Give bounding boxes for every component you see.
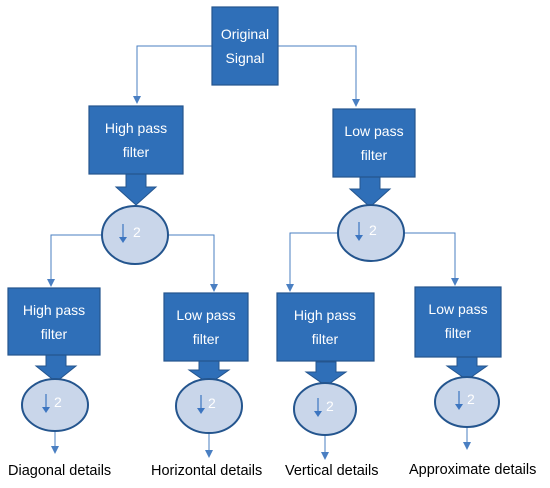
- block-arrow-highpass-top: [114, 172, 158, 206]
- box-lowpass-right: Low pass filter: [414, 286, 502, 358]
- box-lowpass-left: Low pass filter: [163, 292, 249, 362]
- box-label-line1: High pass: [105, 120, 167, 136]
- output-label-vertical: Vertical details: [285, 463, 379, 479]
- output-label-diagonal: Diagonal details: [8, 463, 111, 479]
- box-label-line1: High pass: [294, 307, 356, 323]
- box-highpass-top: High pass filter: [88, 105, 184, 175]
- downsample-oval-top-left: 2: [101, 205, 169, 265]
- block-arrow-right-lowpass: [445, 356, 489, 381]
- downsample-factor: 2: [54, 394, 62, 410]
- downsample-factor: 2: [369, 222, 377, 238]
- output-label-horizontal: Horizontal details: [151, 463, 262, 479]
- box-label-line1: Low pass: [428, 301, 487, 317]
- downsample-oval-bottom-1: 2: [21, 378, 89, 432]
- connector-to-right-highpass: [286, 232, 338, 292]
- downsample-factor: 2: [208, 395, 216, 411]
- block-arrow-lowpass-top: [348, 174, 392, 208]
- box-label-line2: filter: [41, 326, 68, 342]
- box-label-line2: filter: [445, 325, 472, 341]
- down-arrow-head-icon: [355, 235, 363, 241]
- block-arrows: [34, 172, 489, 387]
- box-original-signal: Original Signal: [211, 6, 279, 86]
- connectors: [47, 45, 471, 460]
- connector-original-to-lowpass: [278, 45, 360, 107]
- box-label-line2: filter: [123, 144, 150, 160]
- down-arrow-head-icon: [197, 408, 205, 414]
- box-label-line2: Signal: [226, 50, 265, 66]
- down-arrow-head-icon: [42, 407, 50, 413]
- box-highpass-left: High pass filter: [7, 287, 101, 356]
- downsample-factor: 2: [467, 391, 475, 407]
- box-label-line2: filter: [193, 331, 220, 347]
- down-arrow-head-icon: [314, 411, 322, 417]
- downsample-factor: 2: [326, 398, 334, 414]
- connector-to-right-lowpass: [404, 232, 459, 286]
- down-arrow-head-icon: [455, 404, 463, 410]
- block-arrow-left-highpass: [34, 353, 78, 383]
- downsample-factor: 2: [133, 224, 141, 240]
- box-label-line1: High pass: [23, 302, 85, 318]
- box-label-line1: Low pass: [176, 307, 235, 323]
- downsample-oval-bottom-2: 2: [175, 378, 243, 434]
- downsample-oval-bottom-4: 2: [434, 376, 500, 428]
- output-label-approximate: Approximate details: [409, 462, 536, 478]
- box-label-line2: filter: [312, 331, 339, 347]
- box-lowpass-top: Low pass filter: [332, 108, 416, 178]
- box-label-line1: Original: [221, 26, 269, 42]
- downsample-oval-bottom-3: 2: [293, 382, 357, 436]
- downsample-oval-top-right: 2: [337, 204, 405, 262]
- box-label-line1: Low pass: [344, 123, 403, 139]
- connector-original-to-highpass: [133, 45, 212, 104]
- connector-to-left-highpass: [47, 234, 102, 287]
- connector-to-left-lowpass: [168, 234, 218, 292]
- box-label-line2: filter: [361, 147, 388, 163]
- block-arrow-left-lowpass: [187, 359, 231, 385]
- box-highpass-right: High pass filter: [276, 292, 375, 362]
- down-arrow-head-icon: [119, 237, 127, 243]
- block-arrow-right-highpass: [304, 361, 348, 387]
